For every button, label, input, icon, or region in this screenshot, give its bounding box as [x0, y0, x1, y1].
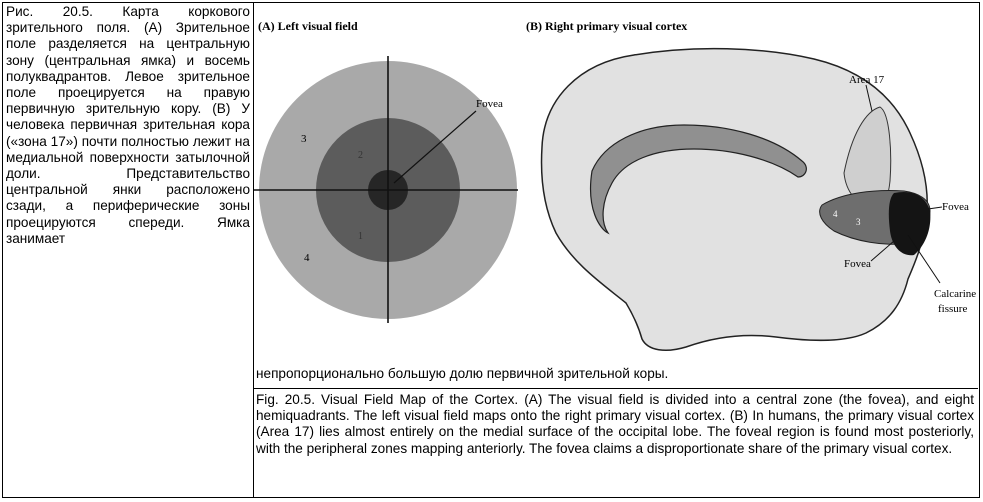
calcarine-zone-label-4: 4 [833, 209, 838, 219]
area-17-label: Area 17 [849, 74, 885, 86]
calcarine-zone-label-3: 3 [856, 217, 861, 227]
continuation-text: непропорционально большую долю первичной… [256, 366, 668, 382]
english-caption: Fig. 20.5. Visual Field Map of the Corte… [254, 388, 976, 457]
russian-caption-text: Рис. 20.5. Карта коркового зрительного п… [6, 4, 250, 247]
fovea-label-a: Fovea [476, 98, 503, 110]
zone-label-3: 3 [301, 133, 307, 145]
zone-label-1: 1 [358, 231, 363, 242]
zone-label-2: 2 [358, 150, 363, 161]
fovea-label-bottom: Fovea [844, 258, 871, 270]
fovea-label-right: Fovea [942, 201, 969, 213]
calcarine-label-line2: fissure [938, 303, 967, 315]
panel-b-title: (B) Right primary visual cortex [526, 19, 687, 33]
calcarine-label-line1: Calcarine [934, 288, 976, 300]
panel-a-title: (A) Left visual field [258, 19, 358, 33]
figure-area: (A) Left visual field Fovea 3 2 1 4 (B) … [254, 3, 979, 359]
visual-field-figure: (A) Left visual field Fovea 3 2 1 4 (B) … [254, 3, 979, 359]
zone-label-4: 4 [304, 252, 310, 264]
